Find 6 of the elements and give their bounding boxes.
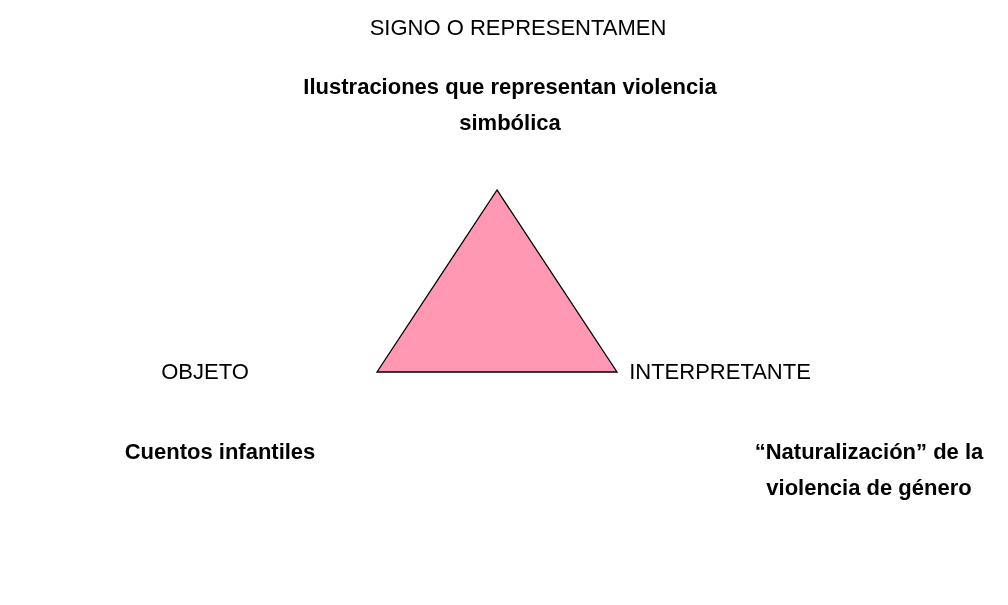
signo-heading: SIGNO O REPRESENTAMEN [368, 14, 668, 42]
signo-description: Ilustraciones que representan violencia simbólica [302, 73, 718, 137]
objeto-description: Cuentos infantiles [123, 438, 317, 466]
interpretante-heading: INTERPRETANTE [628, 358, 812, 386]
interpretante-description: “Naturalización” de la violencia de género [753, 438, 985, 502]
objeto-heading: OBJETO [160, 358, 250, 386]
